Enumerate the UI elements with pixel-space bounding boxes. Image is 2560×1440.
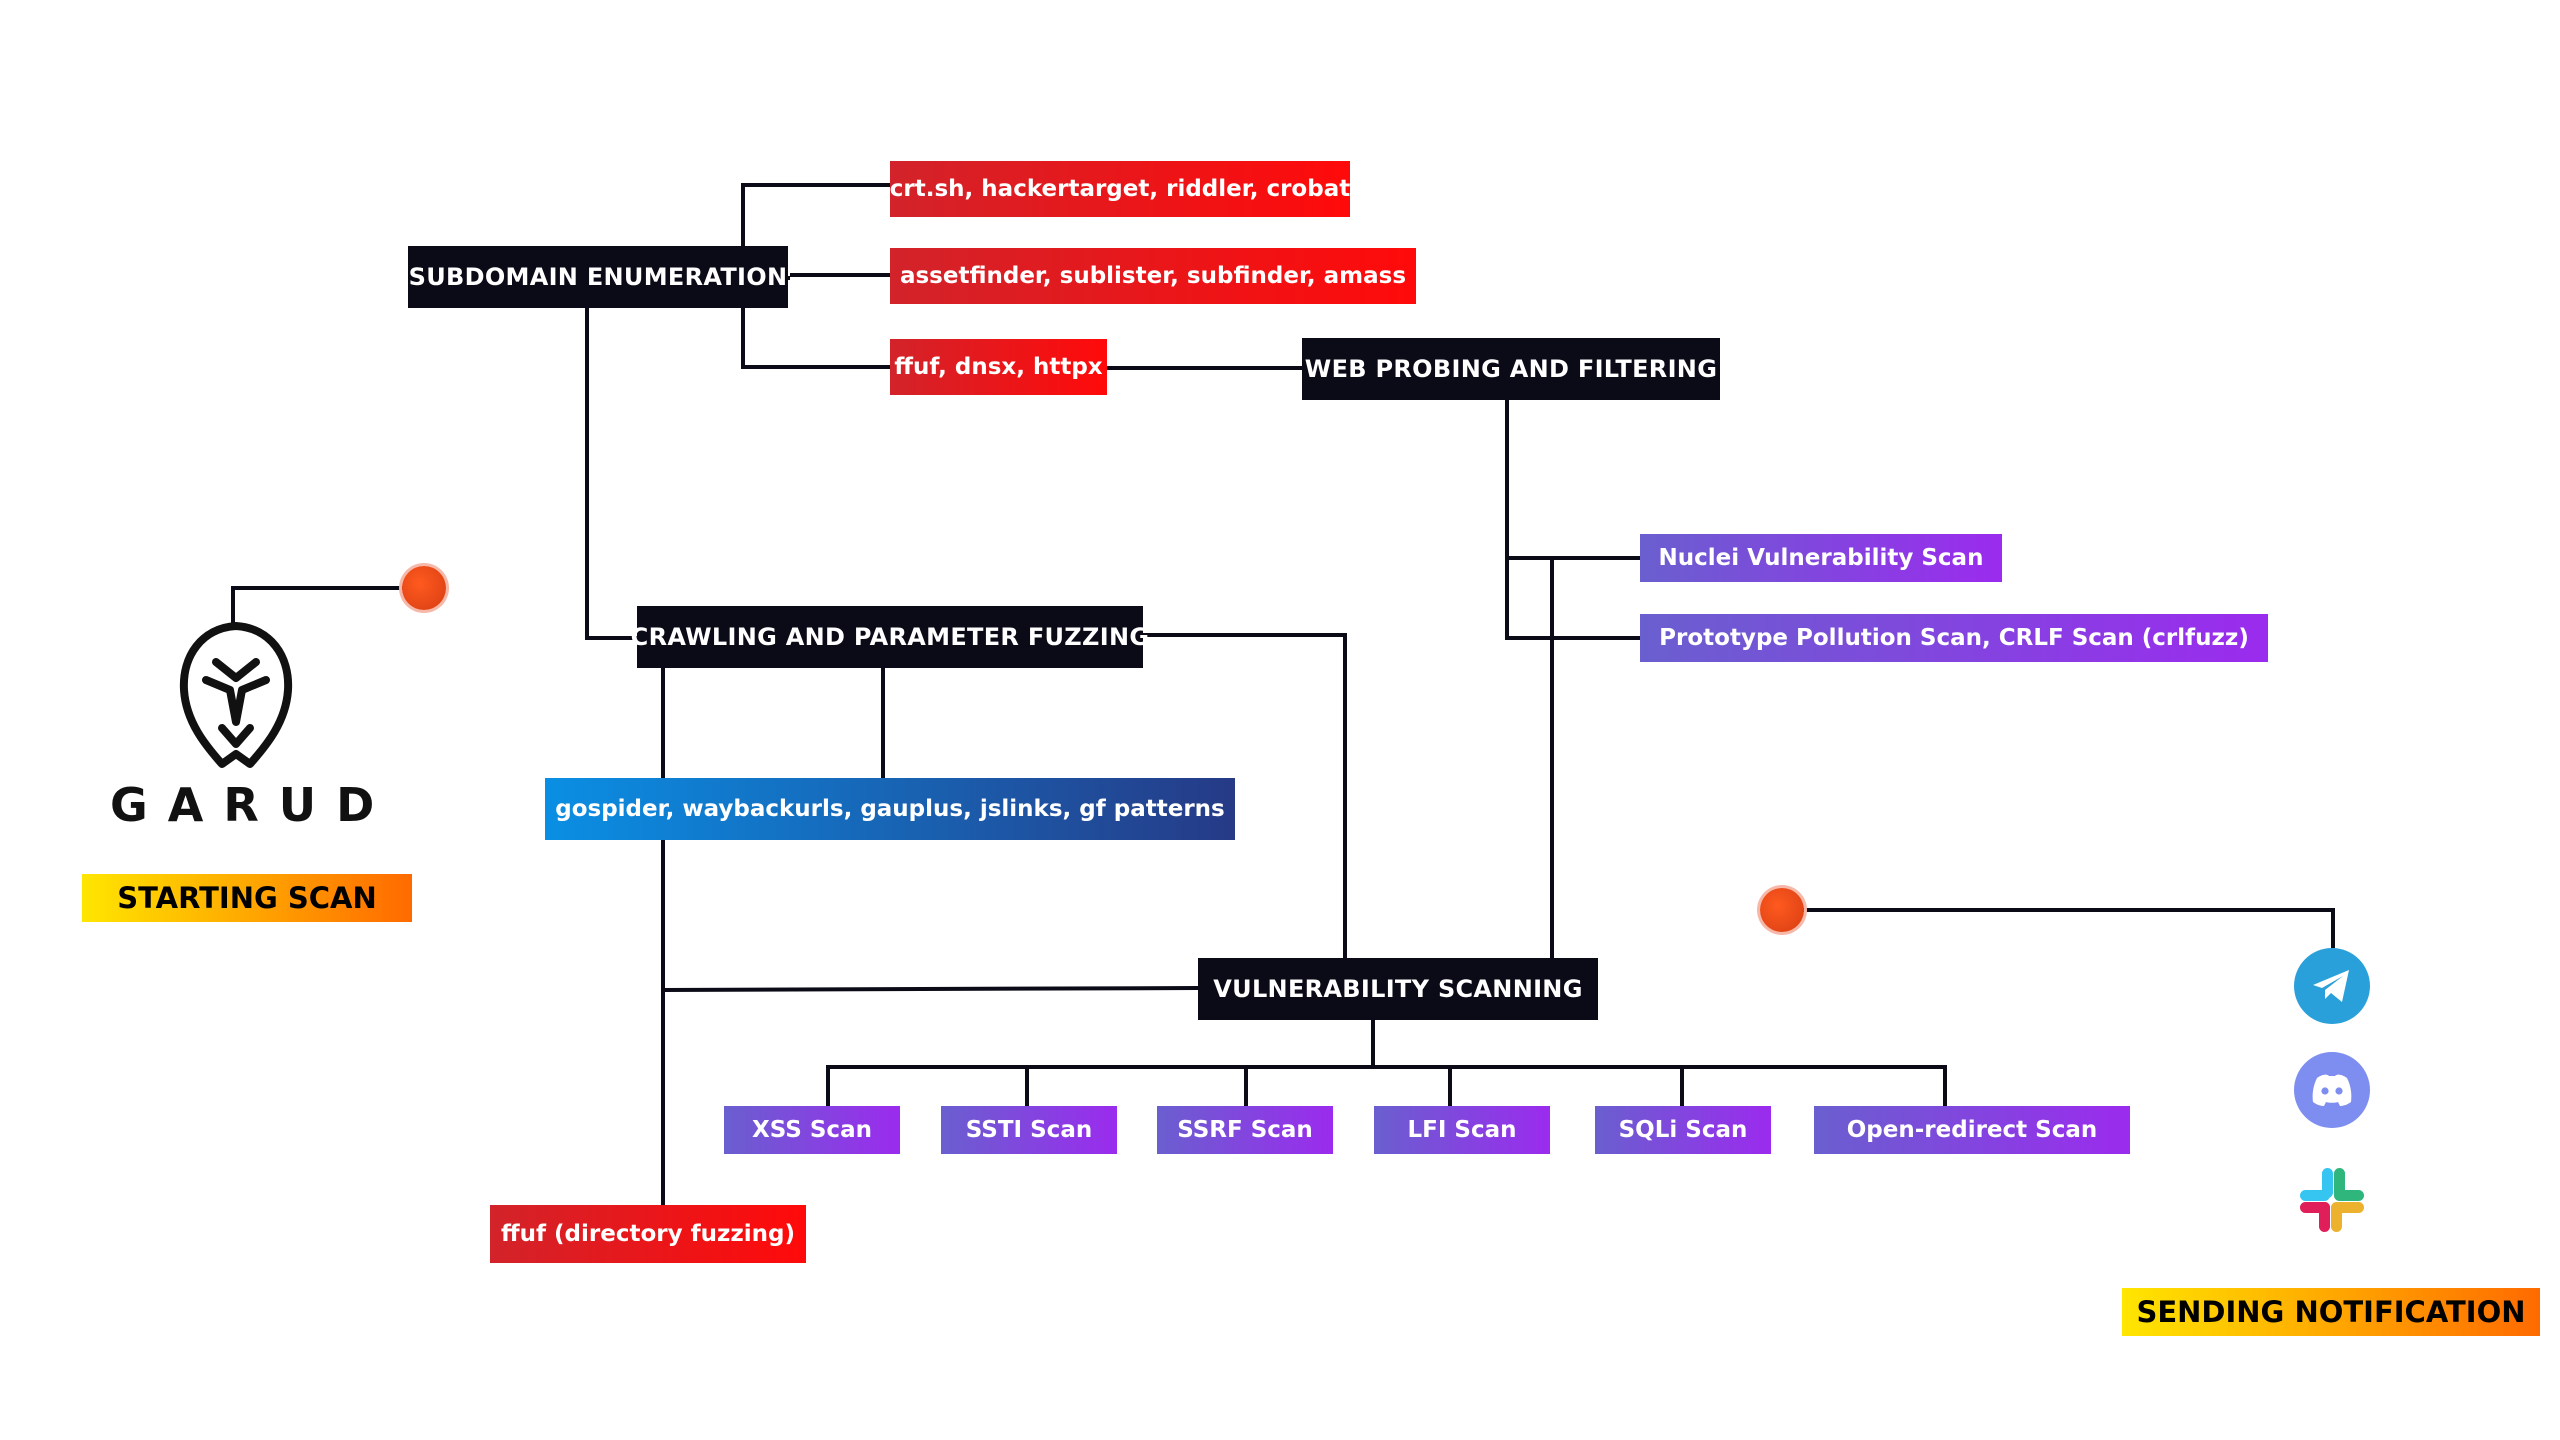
- sqli-scan: SQLi Scan: [1595, 1106, 1771, 1154]
- xss-scan: XSS Scan: [724, 1106, 900, 1154]
- slack-icon: [2300, 1168, 2364, 1232]
- passive-sources-tools: crt.sh, hackertarget, riddler, crobat: [890, 161, 1350, 217]
- open-redirect-scan: Open-redirect Scan: [1814, 1106, 2130, 1154]
- directory-fuzzing-tool: ffuf (directory fuzzing): [490, 1205, 806, 1263]
- discord-icon: [2294, 1052, 2370, 1128]
- starting-scan-label: STARTING SCAN: [82, 874, 412, 922]
- vulnerability-scanning-node: VULNERABILITY SCANNING: [1198, 958, 1598, 1020]
- start-scan-dot: [402, 566, 446, 610]
- sending-notification-label: SENDING NOTIFICATION: [2122, 1288, 2540, 1336]
- ssti-scan: SSTI Scan: [941, 1106, 1117, 1154]
- nuclei-scan: Nuclei Vulnerability Scan: [1640, 534, 2002, 582]
- crawling-node: CRAWLING AND PARAMETER FUZZING: [631, 606, 1149, 668]
- probe-tools: ffuf, dnsx, httpx: [890, 339, 1107, 395]
- subdomain-tools: assetfinder, sublister, subfinder, amass: [890, 248, 1416, 304]
- web-probing-node: WEB PROBING AND FILTERING: [1302, 338, 1720, 400]
- lfi-scan: LFI Scan: [1374, 1106, 1550, 1154]
- notification-dot: [1760, 888, 1804, 932]
- crawl-tools: gospider, waybackurls, gauplus, jslinks,…: [545, 778, 1235, 840]
- telegram-icon: [2294, 948, 2370, 1024]
- ssrf-scan: SSRF Scan: [1157, 1106, 1333, 1154]
- prototype-pollution-scan: Prototype Pollution Scan, CRLF Scan (crl…: [1640, 614, 2268, 662]
- subdomain-enumeration-node: SUBDOMAIN ENUMERATION: [408, 246, 788, 308]
- garud-eagle-logo-icon: [179, 622, 293, 768]
- logo-wordmark: GARUD: [110, 778, 395, 832]
